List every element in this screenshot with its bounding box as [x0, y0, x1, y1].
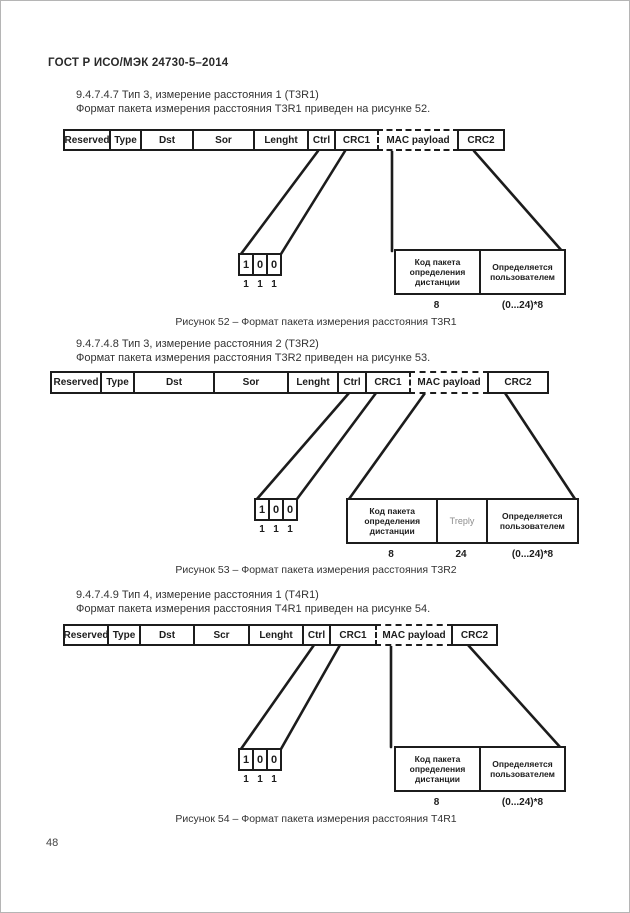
page-number: 48 [46, 837, 59, 849]
bit-width-label: 1 [287, 524, 293, 535]
figure-54-caption: Рисунок 54 – Формат пакета измерения рас… [175, 813, 457, 825]
payload-box: Код пакета определения дистанции Определ… [394, 249, 566, 295]
bit-width-label: 1 [257, 279, 263, 290]
packet-header-row-fig52: Reserved Type Dst Sor Lenght Ctrl CRC1 M… [63, 129, 505, 151]
section-heading: 9.4.7.4.7 Тип 3, измерение расстояния 1 … [76, 89, 319, 101]
payload-field-user-defined: Определяется пользователем [485, 500, 577, 542]
section-2-text: 9.4.7.4.8 Тип 3, измерение расстояния 2 … [76, 338, 430, 365]
payload-field-treply: Treply [436, 500, 485, 542]
field-length: Lenght [253, 129, 309, 151]
figure-53-caption: Рисунок 53 – Формат пакета измерения рас… [175, 564, 457, 576]
payload-size-label: 8 [433, 300, 440, 311]
ctrl-bit: 0 [252, 748, 268, 771]
field-mac-payload: MAC payload [377, 129, 459, 151]
payload-box: Код пакета определения дистанции Treply … [346, 498, 579, 544]
field-crc2: CRC2 [487, 371, 549, 394]
payload-size-label: 24 [455, 549, 467, 560]
ctrl-bit-box: 1 0 0 [238, 748, 282, 771]
payload-field-ranging-code: Код пакета определения дистанции [409, 256, 466, 288]
ctrl-bit: 0 [266, 253, 282, 276]
payload-size-label: (0...24)*8 [501, 797, 544, 808]
ctrl-bits-expansion-fig52: 1 0 0 1 1 1 [238, 253, 282, 290]
field-ctrl: Ctrl [307, 129, 336, 151]
mac-payload-expansion-fig52: Код пакета определения дистанции Определ… [394, 249, 566, 311]
packet-header-row-fig54: Reserved Type Dst Scr Lenght Ctrl CRC1 M… [63, 624, 498, 646]
bit-width-label: 1 [271, 774, 277, 785]
field-mac-payload: MAC payload [409, 371, 489, 394]
section-3-text: 9.4.7.4.9 Тип 4, измерение расстояния 1 … [76, 589, 430, 616]
payload-field-ranging-code: Код пакета определения дистанции [409, 753, 466, 785]
field-crc1: CRC1 [334, 129, 379, 151]
payload-field-user-defined: Определяется пользователем [479, 748, 564, 790]
section-1-text: 9.4.7.4.7 Тип 3, измерение расстояния 1 … [76, 89, 430, 116]
field-src: Scr [193, 624, 250, 646]
section-intro: Формат пакета измерения расстояния T4R1 … [76, 602, 431, 615]
payload-size-label: 8 [388, 549, 394, 560]
document-title: ГОСТ Р ИСО/МЭК 24730-5–2014 [48, 57, 229, 69]
field-dst: Dst [139, 624, 195, 646]
bit-width-label: 1 [273, 524, 279, 535]
field-crc2: CRC2 [451, 624, 498, 646]
field-length: Lenght [248, 624, 304, 646]
field-length: Lenght [287, 371, 339, 394]
field-type: Type [107, 624, 141, 646]
field-reserved: Reserved [50, 371, 102, 394]
ctrl-bit-widths: 1 1 1 [254, 524, 298, 535]
payload-sizes: 8 (0...24)*8 [394, 300, 566, 311]
field-ctrl: Ctrl [302, 624, 331, 646]
field-reserved: Reserved [63, 624, 109, 646]
section-heading: 9.4.7.4.9 Тип 4, измерение расстояния 1 … [76, 589, 319, 601]
payload-sizes: 8 (0...24)*8 [394, 797, 566, 808]
ctrl-bit-widths: 1 1 1 [238, 279, 282, 290]
field-reserved: Reserved [63, 129, 111, 151]
mac-payload-expansion-fig54: Код пакета определения дистанции Определ… [394, 746, 566, 808]
ctrl-bits-expansion-fig53: 1 0 0 1 1 1 [254, 498, 298, 535]
bit-width-label: 1 [259, 524, 265, 535]
section-intro: Формат пакета измерения расстояния T3R1 … [76, 102, 431, 115]
bit-width-label: 1 [243, 774, 249, 785]
bit-width-label: 1 [257, 774, 263, 785]
mac-payload-expansion-fig53: Код пакета определения дистанции Treply … [346, 498, 579, 560]
field-dst: Dst [140, 129, 194, 151]
payload-sizes: 8 24 (0...24)*8 [346, 549, 579, 560]
ctrl-bits-expansion-fig54: 1 0 0 1 1 1 [238, 748, 282, 785]
section-intro: Формат пакета измерения расстояния T3R2 … [76, 351, 431, 364]
field-dst: Dst [133, 371, 215, 394]
ctrl-bit-box: 1 0 0 [238, 253, 282, 276]
payload-size-label: 8 [433, 797, 440, 808]
field-crc2: CRC2 [457, 129, 505, 151]
payload-box: Код пакета определения дистанции Определ… [394, 746, 566, 792]
field-mac-payload: MAC payload [375, 624, 453, 646]
packet-header-row-fig53: Reserved Type Dst Sor Lenght Ctrl CRC1 M… [50, 371, 549, 394]
ctrl-bit-box: 1 0 0 [254, 498, 298, 521]
payload-field-ranging-code: Код пакета определения дистанции [364, 505, 421, 537]
field-src: Sor [192, 129, 255, 151]
section-heading: 9.4.7.4.8 Тип 3, измерение расстояния 2 … [76, 338, 319, 350]
ctrl-bit: 0 [282, 498, 298, 521]
field-ctrl: Ctrl [337, 371, 367, 394]
ctrl-bit: 1 [238, 253, 254, 276]
payload-size-label: (0...24)*8 [501, 300, 544, 311]
field-src: Sor [213, 371, 289, 394]
bit-width-label: 1 [271, 279, 277, 290]
field-type: Type [100, 371, 135, 394]
payload-field-user-defined: Определяется пользователем [479, 251, 564, 293]
bit-width-label: 1 [243, 279, 249, 290]
payload-size-label: (0...24)*8 [511, 549, 554, 560]
field-type: Type [109, 129, 142, 151]
field-crc1: CRC1 [329, 624, 377, 646]
ctrl-bit-widths: 1 1 1 [238, 774, 282, 785]
figure-52-caption: Рисунок 52 – Формат пакета измерения рас… [175, 316, 457, 328]
field-crc1: CRC1 [365, 371, 411, 394]
ctrl-bit: 0 [266, 748, 282, 771]
